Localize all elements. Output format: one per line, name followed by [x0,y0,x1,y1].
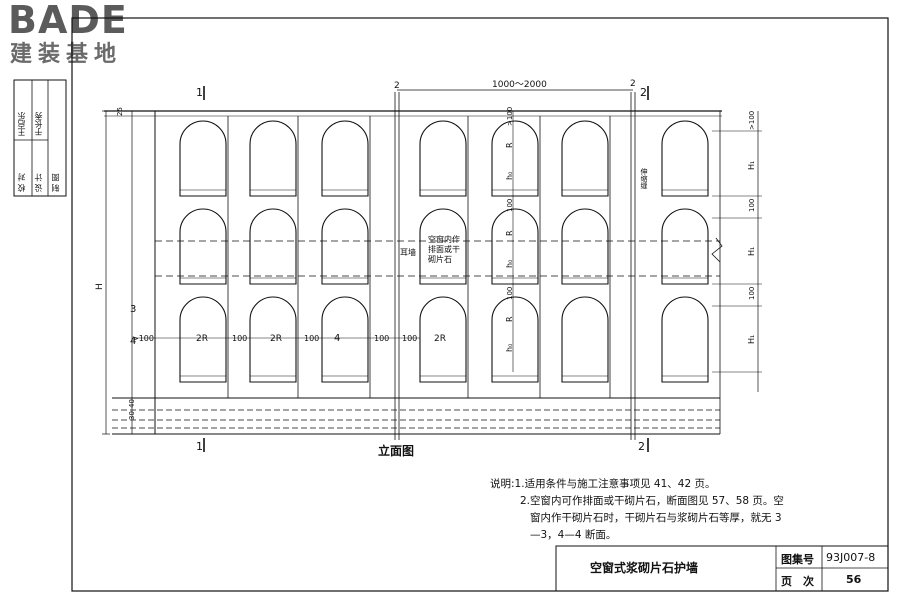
dim-gte100-right: >100 [748,111,756,130]
arched-window [321,296,369,383]
arched-window [249,120,297,197]
arched-window [179,296,227,383]
view-title: 立面图 [378,443,414,458]
signature-name-1: 王启乐 [17,112,26,136]
signature-panel [13,79,67,197]
dim-H1-1: H₁ [747,161,756,170]
signature-label-1: 校 对 [17,173,26,192]
dim-100-4: 100 [402,334,417,343]
title-block-page-label: 页 次 [781,575,814,588]
dim-R-3: R [505,316,514,322]
window-grid [179,116,709,398]
dim-gte100-left: >100 [132,334,154,343]
dim-100-right-1: 100 [748,199,756,212]
title-block-atlas-no: 93J007-8 [826,551,876,564]
arched-window [419,120,467,197]
notes-item-2-line-2: 窗内作干砌片石时，干砌片石与浆砌片石等厚，就无 3 [530,512,782,524]
notes-item-2-line-3: —3，4—4 断面。 [530,529,617,541]
label-window-note-3: 砌片石 [428,254,452,264]
title-block-page-no: 56 [846,573,862,586]
signature-label-2: 设 计 [34,173,43,192]
dim-R-1: R [505,142,514,148]
arched-window [321,208,369,285]
dim-h0-3: h₀ [505,344,514,352]
signature-name-2: 于长秀 [34,112,43,136]
arched-window [179,208,227,285]
dim-H1-2: H₁ [747,247,756,256]
arched-window [661,120,709,197]
dim-2R-3: 2R [434,334,446,344]
label-window-note-1: 空窗内作 [428,234,460,244]
dim-25: 25 [116,107,124,116]
arched-window [561,120,609,197]
dim-40: 40 [128,399,136,408]
arched-window [321,120,369,197]
dim-100-inner-1: 100 [506,199,514,212]
label-ear-wall: 耳墙 [400,247,416,257]
section-mark-4-inner: 4 [334,333,340,344]
arched-window [491,296,539,383]
arched-window [179,120,227,197]
dim-2R-1: 2R [196,334,208,344]
dim-H1-3: H₁ [747,335,756,344]
arched-window [419,296,467,383]
section-mark-2-top-mid: 2 [630,79,636,89]
dim-gte100-inner: >100 [506,107,514,126]
section-mark-4: 4 [130,336,136,347]
notes-item-1: 1.适用条件与施工注意事项见 41、42 页。 [514,478,716,490]
dim-R-2: R [505,230,514,236]
dim-30: 30 [128,411,136,420]
arched-window [249,208,297,285]
arched-window [661,296,709,383]
notes-block: 说明:1.适用条件与施工注意事项见 41、42 页。 2.空窗内可作排面或干砌片… [490,476,880,544]
dim-h0-1: h₀ [505,172,514,180]
label-window-note-2: 排面或干 [428,244,460,254]
logo-brand-en: BADE [8,0,128,42]
dim-100-3: 100 [374,334,389,343]
arched-window [561,208,609,285]
title-block-atlas-label: 图集号 [781,553,814,566]
arched-window [491,208,539,285]
dim-100-right-2: 100 [748,287,756,300]
dim-span: 1000～2000 [492,80,547,90]
section-mark-1-bottom: 1 [196,440,203,453]
section-mark-1-top: 1 [196,86,203,99]
sheet-frame [71,17,889,592]
section-mark-2-top-left: 2 [394,81,400,91]
signature-label-3: 制 图 [51,173,60,192]
dim-100-inner-2: 100 [506,287,514,300]
arched-window [661,208,709,285]
section-mark-2-top-right: 2 [640,86,647,99]
arched-window [561,296,609,383]
section-mark-3: 3 [130,304,136,315]
logo-brand-zh: 建装基地 [10,42,123,67]
dim-100-2: 100 [304,334,319,343]
title-block-title: 空窗式浆砌片石护墙 [590,561,699,575]
dim-H: H [95,283,105,290]
notes-lead: 说明: [490,478,515,490]
label-expansion-joint: 伸缩缝 [640,167,648,190]
section-mark-2-bottom: 2 [638,440,645,453]
arched-window [419,208,467,285]
dim-2R-2: 2R [270,334,282,344]
arched-window [249,296,297,383]
arched-window [491,120,539,197]
dim-100-1: 100 [232,334,247,343]
notes-item-2-line-1: 2.空窗内可作排面或干砌片石，断面图见 57、58 页。空 [520,495,784,507]
dim-h0-2: h₀ [505,260,514,268]
